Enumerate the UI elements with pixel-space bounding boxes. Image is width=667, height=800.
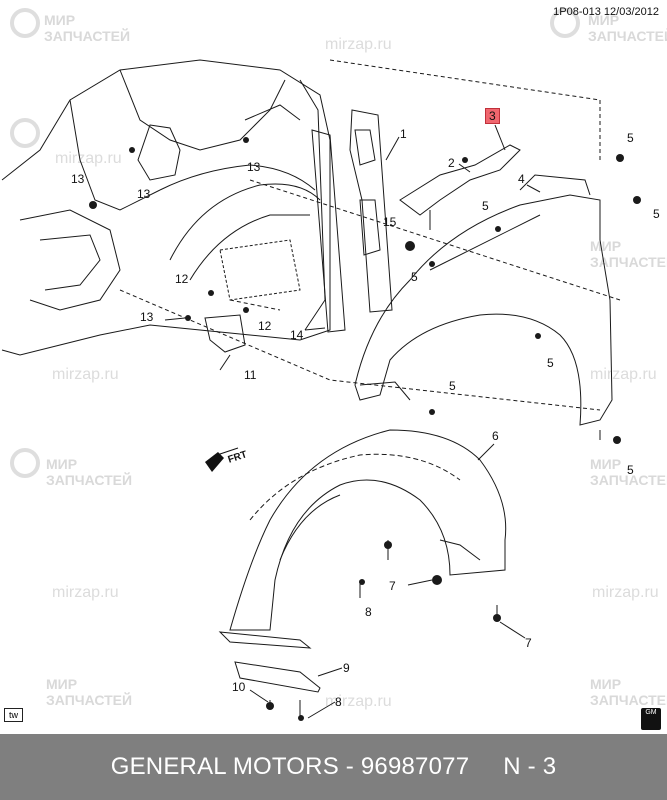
callout-6: 6 bbox=[492, 429, 499, 443]
watermark-url: mirzap.ru bbox=[325, 693, 392, 710]
callout-12: 12 bbox=[258, 319, 272, 333]
watermark-pin-icon bbox=[10, 8, 40, 38]
callout-8: 8 bbox=[365, 605, 372, 619]
callout-10: 10 bbox=[232, 680, 246, 694]
callout-13: 13 bbox=[247, 160, 261, 174]
callout-4: 4 bbox=[518, 172, 525, 186]
callout-2: 2 bbox=[448, 156, 455, 170]
callout-13: 13 bbox=[71, 172, 85, 186]
callout-5: 5 bbox=[482, 199, 489, 213]
watermark-url: mirzap.ru bbox=[52, 584, 119, 601]
callout-1: 1 bbox=[400, 127, 407, 141]
callout-8: 8 bbox=[335, 695, 342, 709]
callout-13: 13 bbox=[137, 187, 151, 201]
watermark-url: mirzap.ru bbox=[590, 366, 657, 383]
watermark-pin-icon bbox=[550, 8, 580, 38]
callout-9: 9 bbox=[343, 661, 350, 675]
footer-bar: GENERAL MOTORS - 96987077 N - 3 bbox=[0, 734, 667, 800]
footer-brand: GENERAL MOTORS bbox=[110, 753, 339, 780]
diagram-stamp: 1P08-013 12/03/2012 bbox=[553, 6, 659, 18]
footer-separator: - bbox=[338, 753, 361, 780]
callout-13: 13 bbox=[140, 310, 154, 324]
callout-12: 12 bbox=[175, 272, 189, 286]
callout-7: 7 bbox=[525, 636, 532, 650]
callout-7: 7 bbox=[389, 579, 396, 593]
watermark-url: mirzap.ru bbox=[55, 150, 122, 167]
callout-15: 15 bbox=[383, 215, 397, 229]
watermark-url: mirzap.ru bbox=[325, 36, 392, 53]
callout-3-highlighted: 3 bbox=[485, 108, 500, 124]
diagram-linework bbox=[1, 59, 641, 721]
tw-badge: tw bbox=[4, 708, 23, 722]
callout-5: 5 bbox=[627, 131, 634, 145]
front-arrow-icon bbox=[205, 447, 239, 472]
gm-logo-icon: GM bbox=[641, 708, 661, 730]
callout-5: 5 bbox=[547, 356, 554, 370]
callout-5: 5 bbox=[411, 270, 418, 284]
footer-position: N - 3 bbox=[503, 753, 557, 780]
watermark-pin-icon bbox=[10, 448, 40, 478]
callout-5: 5 bbox=[627, 463, 634, 477]
footer-part-number: 96987077 bbox=[360, 753, 470, 780]
callout-11: 11 bbox=[244, 368, 257, 382]
callout-5: 5 bbox=[653, 207, 660, 221]
watermark-pin-icon bbox=[10, 118, 40, 148]
callout-5: 5 bbox=[449, 379, 456, 393]
watermark-url: mirzap.ru bbox=[52, 366, 119, 383]
callout-14: 14 bbox=[290, 328, 304, 342]
watermark-url: mirzap.ru bbox=[592, 584, 659, 601]
